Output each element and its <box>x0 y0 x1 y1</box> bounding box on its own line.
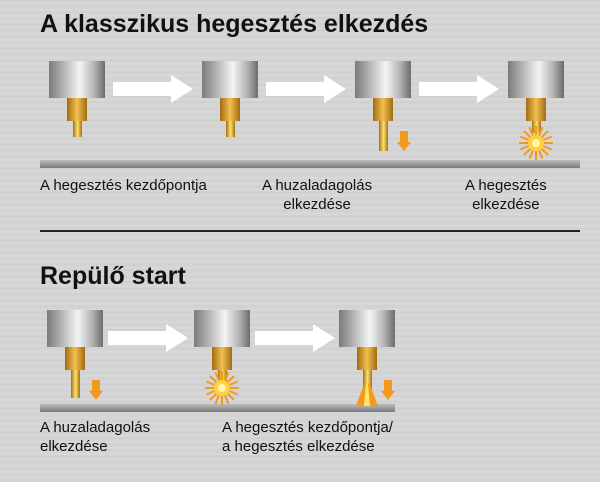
welding-wire <box>362 370 372 390</box>
torch-contact-tip <box>212 347 232 370</box>
torch-contact-tip <box>373 98 393 121</box>
welding-wire <box>378 121 388 151</box>
label-wire-feed-start: A huzaladagolás elkezdése <box>262 177 373 213</box>
torch-head <box>194 310 250 347</box>
workpiece-bottom <box>40 404 395 412</box>
label-wire-feed-start-2: A huzaladagolás elkezdése <box>40 419 151 455</box>
label-weld-begin: A hegesztés elkezdése <box>465 177 547 213</box>
section2-title: Repülő start <box>40 262 186 290</box>
torch-head <box>339 310 395 347</box>
torch-head <box>47 310 103 347</box>
torch-head <box>202 61 258 98</box>
torch-contact-tip <box>67 98 87 121</box>
process-arrow-icon <box>108 324 188 352</box>
torch-contact-tip <box>357 347 377 370</box>
process-arrow-icon <box>113 75 193 103</box>
torch-head <box>49 61 105 98</box>
weld-spark-icon <box>204 370 240 406</box>
section-divider <box>40 230 580 232</box>
welding-wire <box>72 121 82 137</box>
welding-wire <box>70 370 80 398</box>
wire-feed-down-arrow-icon <box>397 131 411 151</box>
weld-spark-icon <box>518 125 554 161</box>
process-arrow-icon <box>255 324 335 352</box>
welding-arc-icon <box>356 384 378 406</box>
section1-title: A klasszikus hegesztés elkezdés <box>40 10 429 38</box>
process-arrow-icon <box>419 75 499 103</box>
wire-feed-down-arrow-icon <box>89 380 103 400</box>
label-weld-start-point: A hegesztés kezdőpontja <box>40 177 207 194</box>
workpiece-top <box>40 160 580 168</box>
wire-feed-down-arrow-icon <box>381 380 395 400</box>
label-flying-start: A hegesztés kezdőpontja/ a hegesztés elk… <box>222 419 393 455</box>
process-arrow-icon <box>266 75 346 103</box>
torch-head <box>355 61 411 98</box>
torch-head <box>508 61 564 98</box>
torch-contact-tip <box>220 98 240 121</box>
torch-contact-tip <box>526 98 546 121</box>
torch-contact-tip <box>65 347 85 370</box>
welding-wire <box>225 121 235 137</box>
